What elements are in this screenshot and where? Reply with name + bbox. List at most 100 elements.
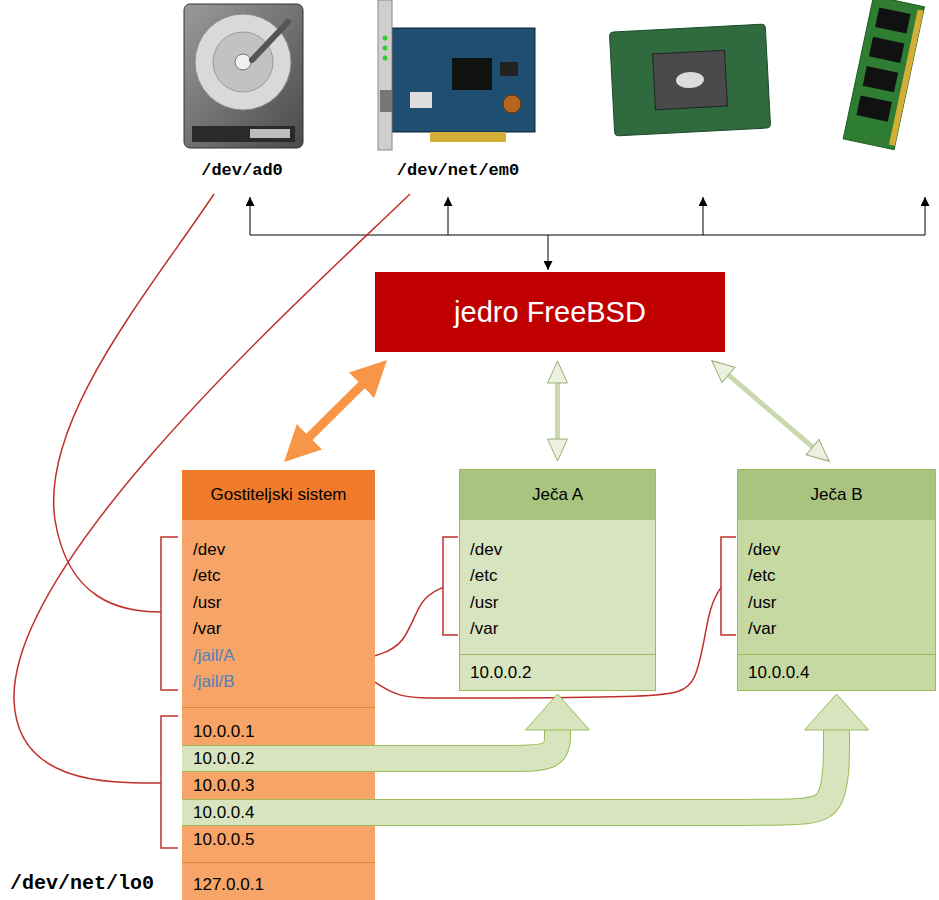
ip-address-row: 10.0.0.4 [182,799,375,826]
ip-address-row: 10.0.0.2 [460,655,655,690]
path-text: /etc [193,563,220,589]
connector [723,370,818,451]
path-text: /usr [748,590,776,616]
cpu-logo-mark [676,71,705,88]
box-title: Ječa A [532,485,583,505]
connector [375,694,869,813]
kernel-box: jedro FreeBSD [375,272,725,352]
path-text: /etc [470,563,497,589]
ip-address-row: 10.0.0.2 [182,745,375,772]
nic-board [392,28,535,132]
network-card-icon [378,0,535,150]
bracket [721,537,736,635]
path-text: /dev [470,537,502,563]
ip-address-row: 10.0.0.1 [182,718,375,745]
address-arrow-head [805,694,869,730]
bus-arrow [703,197,704,235]
connector [301,377,370,445]
address-arrow-head [526,694,590,730]
hardware-bus [250,197,925,270]
nic-coil [503,95,521,113]
bus-arrow [448,197,449,235]
nic-part [410,92,432,108]
bracket [161,537,178,690]
disk-head-arm [252,22,288,60]
ip-address-row: 10.0.0.3 [182,772,375,799]
ram-board [843,0,924,150]
nic-bracket [378,0,392,150]
bus-arrow [548,235,549,270]
box-title: Gostiteljski sistem [210,485,346,505]
nic-led [383,36,388,41]
jail-box: Ječa A/dev/etc/usr/var10.0.0.2 [460,470,655,690]
ip-address-text: 10.0.0.2 [470,655,531,690]
bus-arrow [925,197,926,235]
loopback-row: 127.0.0.1 [182,862,375,900]
double-arrow [301,377,370,445]
cpu-icon [609,24,770,136]
disk-connector [192,126,295,142]
bracket [443,537,458,635]
filesystem-band: /dev/etc/usr/var/jail/A/jail/B [182,520,375,708]
nic-port [380,90,392,112]
path-text: /var [193,616,221,642]
double-arrow [723,370,818,451]
nic-chip-small [500,62,518,76]
device-path-label: /dev/ad0 [201,160,283,181]
path-text: /usr [193,590,221,616]
path-text: /dev [748,537,780,563]
path-text: /usr [470,590,498,616]
ram-icon [843,0,924,150]
bracket [161,716,178,848]
path-text: /jail/A [193,643,235,669]
connector [375,588,443,656]
device-path-label: /dev/net/em0 [397,160,519,181]
address-arrow-outline [375,730,558,759]
ip-address-text: 10.0.0.2 [193,746,254,771]
nic-chip [452,58,492,90]
path-text: /jail/B [193,669,235,695]
host-system-box: Gostiteljski sistem/dev/etc/usr/var/jail… [182,470,375,900]
connector [557,376,558,446]
address-arrow-outline [375,730,837,813]
ip-address-text: 10.0.0.3 [193,772,254,799]
ram-chip [856,95,891,121]
ip-address-row: 10.0.0.5 [182,826,375,853]
disk-case [184,4,303,148]
ip-address-text: 10.0.0.1 [193,718,254,745]
cpu-die [653,50,728,110]
filesystem-band: /dev/etc/usr/var [460,520,655,655]
hard-disk-icon [184,4,303,148]
ip-address-text: 127.0.0.1 [193,875,264,895]
nic-contacts [430,132,506,142]
path-text: /var [748,616,776,642]
ip-address-text: 10.0.0.4 [748,655,809,690]
path-text: /etc [748,563,775,589]
device-path-label: /dev/net/lo0 [10,872,154,896]
ram-chip [863,66,898,92]
disk-platter-ring [213,32,273,92]
bus-line [250,235,925,236]
path-text: /dev [193,537,225,563]
disk-spindle [235,54,251,70]
ip-address-text: 10.0.0.5 [193,826,254,853]
bus-arrow [250,197,251,235]
jail-box: Ječa B/dev/etc/usr/var10.0.0.4 [738,470,935,690]
path-text: /var [470,616,498,642]
ram-chip [875,7,910,33]
address-arrow-band [375,730,837,813]
address-arrow-band [375,730,558,759]
double-arrow [555,376,560,446]
box-title: jedro FreeBSD [454,295,646,329]
disk-pins [250,129,290,138]
ip-address-text: 10.0.0.4 [193,800,254,825]
filesystem-band: /dev/etc/usr/var [738,520,935,655]
nic-led [383,56,388,61]
disk-platter [195,14,291,110]
ip-address-row: 10.0.0.4 [738,655,935,690]
nic-led [383,46,388,51]
box-title: Ječa B [811,485,863,505]
mount-link-curve [375,588,443,656]
ram-chip [869,37,904,63]
